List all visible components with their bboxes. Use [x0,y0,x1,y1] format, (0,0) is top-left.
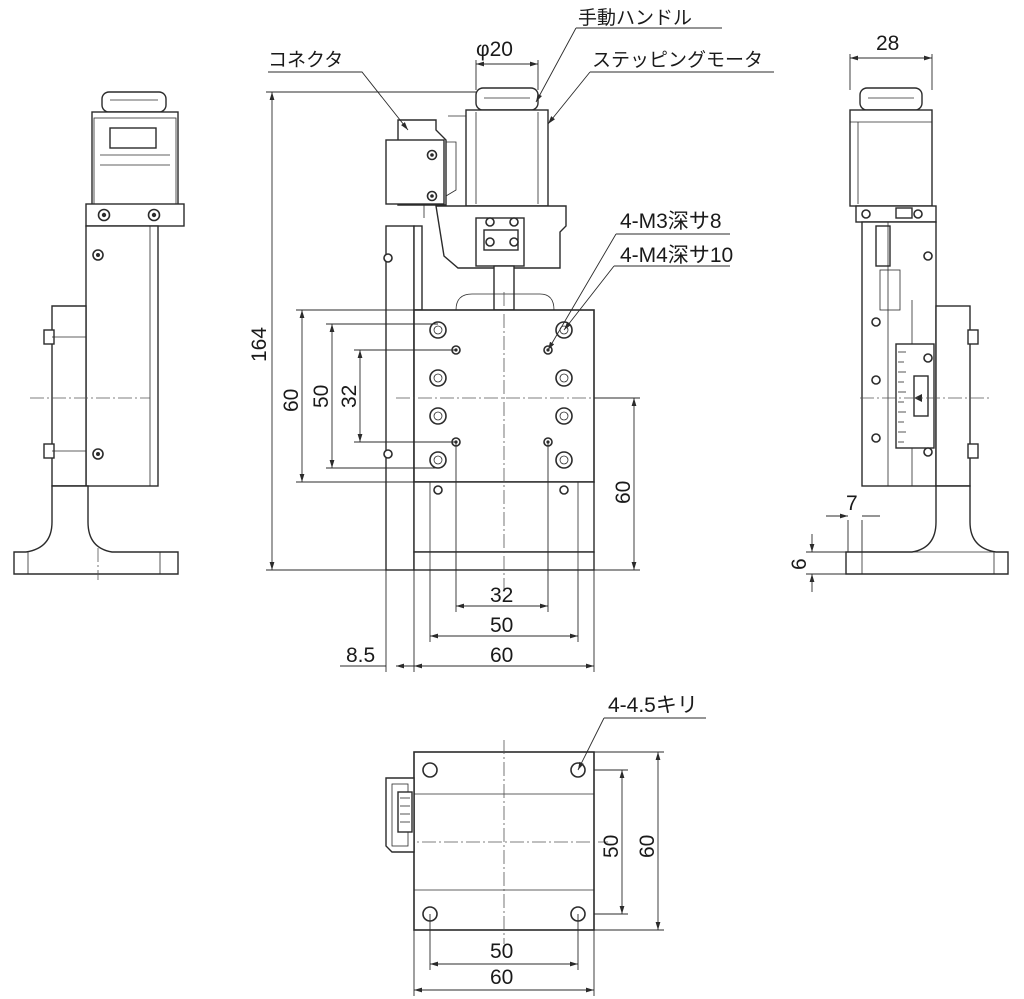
callout-labels: コネクタ 手動ハンドル ステッピングモータ 4-M3深サ8 4-M4深サ10 4… [268,7,763,717]
plan-view [385,740,608,944]
plan-60-vertical-value: 60 [636,835,659,858]
left-50-value: 50 [310,385,333,408]
m3-tap-label: 4-M3深サ8 [620,210,722,233]
side-width-value: 28 [876,32,899,55]
dimension-lines [266,54,933,996]
m4-tap-label: 4-M4深サ10 [620,244,733,267]
bottom-32-value: 32 [490,584,513,607]
leader-lines [268,27,774,770]
left-side-view [13,91,185,580]
hand-knob-label: 手動ハンドル [578,7,692,29]
offset-8-5-value: 8.5 [346,644,375,667]
right-side-view [845,87,1009,575]
bottom-60-value: 60 [490,644,513,667]
left-32-value: 32 [338,385,361,408]
total-height-value: 164 [248,327,271,362]
through-hole-label: 4-4.5キリ [608,694,698,717]
side-6-value: 6 [788,558,811,570]
plan-50-horizontal-value: 50 [490,940,513,963]
bottom-50-value: 50 [490,614,513,637]
side-7-value: 7 [846,492,858,515]
stepping-motor-label: ステッピングモータ [592,49,763,71]
knob-diameter-value: φ20 [476,38,513,61]
plan-50-vertical-value: 50 [600,835,623,858]
dimension-labels: φ20 28 164 60 50 32 60 32 50 60 8.5 7 6 … [248,32,899,989]
connector-label: コネクタ [268,49,343,71]
left-60-value: 60 [280,389,303,412]
right-60-value: 60 [612,481,635,504]
plan-60-horizontal-value: 60 [490,966,513,989]
front-view [383,87,614,590]
